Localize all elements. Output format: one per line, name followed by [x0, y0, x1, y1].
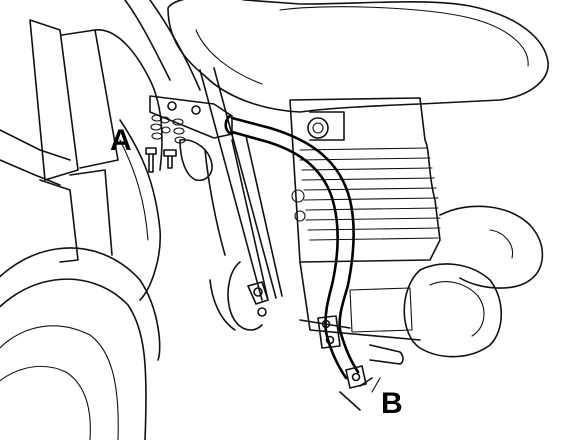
engine-guard-bar	[224, 114, 360, 380]
leader-lines	[371, 377, 381, 393]
engine-block	[209, 97, 544, 365]
callout-b: B	[381, 387, 403, 420]
lower-mount-bracket-b	[247, 281, 373, 411]
mounting-plate-a	[149, 95, 233, 182]
callout-a: A	[110, 124, 132, 157]
frame-tubes	[124, 0, 283, 301]
mounting-hardware	[145, 114, 186, 173]
front-fork-and-wheel	[0, 19, 163, 440]
fuel-tank	[167, 0, 549, 113]
